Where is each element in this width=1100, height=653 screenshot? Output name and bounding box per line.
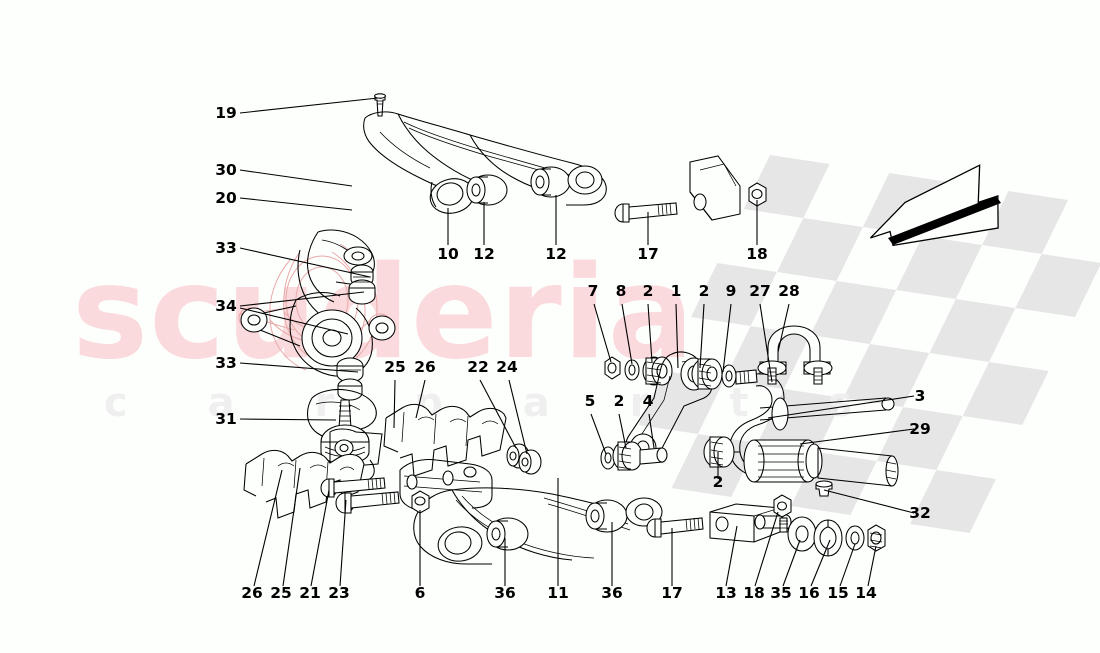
part-number-label: 25 [384,358,406,376]
part-number-label: 5 [585,392,596,410]
leader-line [782,539,801,587]
leader-line [310,489,330,587]
leader-line [754,511,779,587]
watermark-brand: scuderia [72,239,695,388]
part-number-label: 18 [746,245,768,263]
part-number-label: 31 [215,410,237,428]
leader-line [239,197,353,211]
part-number-label: 22 [467,358,489,376]
lower-control-arm [399,459,663,565]
leader-line [282,467,301,587]
part-number-label: 21 [299,584,321,602]
part-number-label: 33 [215,239,237,257]
direction-arrow [870,164,1001,247]
part-number-label: 17 [661,584,683,602]
part-number-label: 36 [494,584,516,602]
bracket-assembly [646,494,886,557]
shim-pack-lower [243,449,365,519]
part-number-label: 9 [726,282,737,300]
part-number-label: 2 [713,473,724,491]
leader-line [839,543,856,587]
leader-line [479,379,517,449]
leader-line [621,303,633,365]
leader-line [675,303,679,369]
part-number-label: 19 [215,104,237,122]
bolt-21 [320,477,386,498]
part-number-label: 26 [414,358,436,376]
leader-line [823,489,915,514]
leader-line [767,395,915,419]
part-number-label: 30 [215,161,237,179]
leader-line [777,303,790,353]
leader-line [339,499,347,587]
part-number-label: 14 [855,584,877,602]
leader-line [239,97,379,114]
leader-line [648,413,655,449]
part-number-label: 32 [909,504,931,522]
leader-line [239,291,365,307]
part-number-label: 8 [616,282,627,300]
part-number-label: 18 [743,584,765,602]
part-number-label: 35 [770,584,792,602]
leader-line [239,362,359,373]
part-number-label: 17 [637,245,659,263]
anti-roll-bar [703,325,899,487]
part-number-label: 15 [827,584,849,602]
leader-line [239,418,337,421]
leader-line [239,169,353,187]
part-number-label: 12 [545,245,567,263]
leader-line [759,303,773,383]
part-number-label: 20 [215,189,237,207]
part-number-label: 4 [643,392,654,410]
part-number-label: 10 [437,245,459,263]
part-number-label: 13 [715,584,737,602]
part-number-label: 3 [915,387,926,405]
leader-line [647,303,653,363]
bushings-22-24 [506,443,542,475]
part-number-label: 2 [614,392,625,410]
part-number-label: 29 [909,420,931,438]
part-number-label: 6 [415,584,426,602]
leader-line [508,379,528,455]
part-number-label: 27 [749,282,771,300]
steering-knuckle [240,229,396,441]
leader-line [239,247,371,278]
part-number-label: 7 [588,282,599,300]
part-number-label: 11 [547,584,569,602]
leader-line [239,307,349,335]
part-number-label: 24 [496,358,518,376]
leader-line [618,413,627,449]
leader-line [593,303,612,363]
leader-line [799,428,915,445]
upper-bracket [614,155,767,223]
leader-line [253,469,283,587]
shim-pack-upper [329,403,507,477]
leader-line [867,545,877,587]
bolt-23 [335,491,400,514]
link-assembly [600,351,737,471]
part-number-label: 25 [270,584,292,602]
part-number-label: 34 [215,297,237,315]
leader-line [393,379,396,429]
part-number-label: 36 [601,584,623,602]
part-number-label: 26 [241,584,263,602]
leader-line [725,525,738,587]
part-number-label: 33 [215,354,237,372]
part-number-label: 12 [473,245,495,263]
part-number-label: 2 [699,282,710,300]
part-number-label: 28 [778,282,800,300]
leader-line [810,539,831,587]
part-number-label: 16 [798,584,820,602]
leader-line [590,413,607,455]
upper-control-arm [363,93,607,214]
part-number-label: 23 [328,584,350,602]
leader-line [415,379,426,419]
leader-line [699,303,705,369]
part-number-label: 1 [671,282,682,300]
leader-line [722,303,732,373]
part-number-label: 2 [643,282,654,300]
